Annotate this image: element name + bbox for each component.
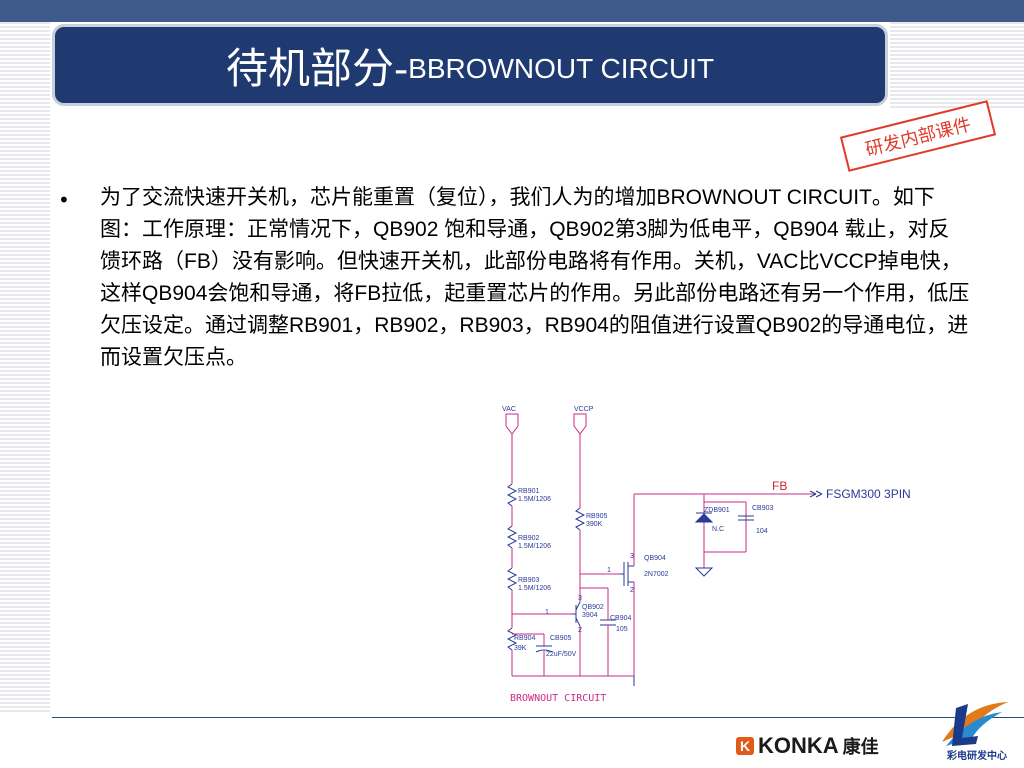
rb902-name: RB902: [518, 535, 540, 542]
rb902-value: 1.5M/1206: [518, 543, 551, 550]
rb901-value: 1.5M/1206: [518, 496, 551, 503]
rd-center-logo-text: 彩电研发中心: [946, 749, 1007, 762]
vccp-label: VCCP: [574, 406, 594, 413]
vac-label: VAC: [502, 406, 516, 413]
konka-logo-icon: K: [736, 737, 754, 755]
zdb901-value: N.C: [712, 526, 724, 533]
qb902-pin-3: 3: [578, 595, 582, 602]
qb904-name: QB904: [644, 555, 666, 562]
konka-brand-name: KONKA: [758, 733, 839, 758]
cb903-value: 104: [756, 528, 768, 535]
right-stripe-decoration: [890, 22, 1024, 110]
fsgm300-pin-label: FSGM300 3PIN: [826, 487, 911, 501]
rb904-value: 39K: [514, 645, 527, 652]
left-stripe-decoration: [0, 22, 50, 712]
konka-brand-chinese: 康佳: [842, 737, 879, 758]
cb904-value: 105: [616, 626, 628, 633]
schematic-caption: BROWNOUT CIRCUIT: [510, 693, 606, 704]
title-chinese: 待机部分-: [225, 43, 409, 93]
slide-title-box: 待机部分- BBROWNOUT CIRCUIT: [52, 24, 888, 106]
rb903-value: 1.5M/1206: [518, 585, 551, 592]
top-band: [0, 0, 1024, 22]
bullet-marker: •: [58, 188, 70, 212]
konka-brand: K KONKA 康佳: [736, 733, 879, 759]
internal-courseware-stamp: 研发内部课件: [839, 100, 997, 172]
cb903-name: CB903: [752, 505, 774, 512]
qb902-name: QB902: [582, 604, 604, 611]
rb903-name: RB903: [518, 577, 540, 584]
rb905-value: 390K: [586, 521, 603, 528]
cb905-value: 22uF/50V: [546, 651, 577, 658]
rb901-name: RB901: [518, 488, 540, 495]
qb904-pin-2: 2: [630, 587, 634, 594]
cb905-name: CB905: [550, 635, 572, 642]
footer-divider: [52, 717, 1024, 718]
rb904-name: RB904: [514, 635, 536, 642]
rb905-name: RB905: [586, 513, 608, 520]
qb902-pin-2: 2: [578, 627, 582, 634]
stamp-text: 研发内部课件: [863, 114, 974, 161]
cb904-name: CB904: [610, 615, 632, 622]
title-english: BBROWNOUT CIRCUIT: [408, 53, 715, 84]
fb-net-label: FB: [772, 479, 787, 493]
qb902-pin-1: 1: [545, 609, 549, 616]
qb904-pin-1: 1: [607, 567, 611, 574]
rd-center-logo-icon: 彩电研发中心: [940, 702, 1014, 762]
qb902-value: 3904: [582, 612, 598, 619]
brownout-circuit-schematic: VAC VCCP RB901 1.5M/1206 RB905 390K RB90…: [502, 406, 911, 704]
qb904-value: 2N7002: [644, 571, 669, 578]
qb904-pin-3: 3: [630, 553, 634, 560]
body-paragraph: 为了交流快速开关机，芯片能重置（复位），我们人为的增加BROWNOUT CIRC…: [100, 186, 970, 369]
zdb901-name: ZDB901: [704, 507, 730, 514]
